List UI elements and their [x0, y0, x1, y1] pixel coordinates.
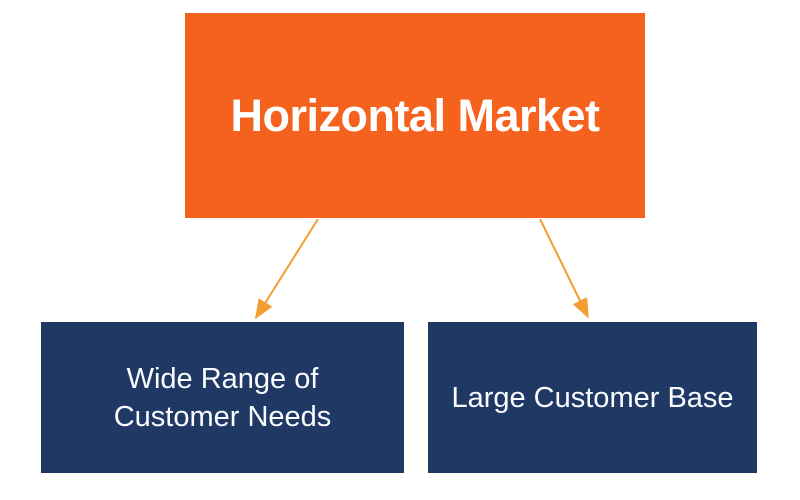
child-node-large-customer-base: Large Customer Base [428, 322, 757, 473]
root-node-horizontal-market: Horizontal Market [185, 13, 645, 218]
child-node-wide-range-customer-needs: Wide Range of Customer Needs [41, 322, 404, 473]
root-node-label: Horizontal Market [230, 89, 600, 141]
child-node-label-line: Wide Range of [126, 362, 319, 395]
child-node-label: Large Customer Base [451, 381, 734, 414]
arrow-to-right-child [539, 218, 589, 319]
child-node-label-line: Customer Needs [113, 400, 332, 433]
arrow-to-left-child [254, 218, 319, 320]
